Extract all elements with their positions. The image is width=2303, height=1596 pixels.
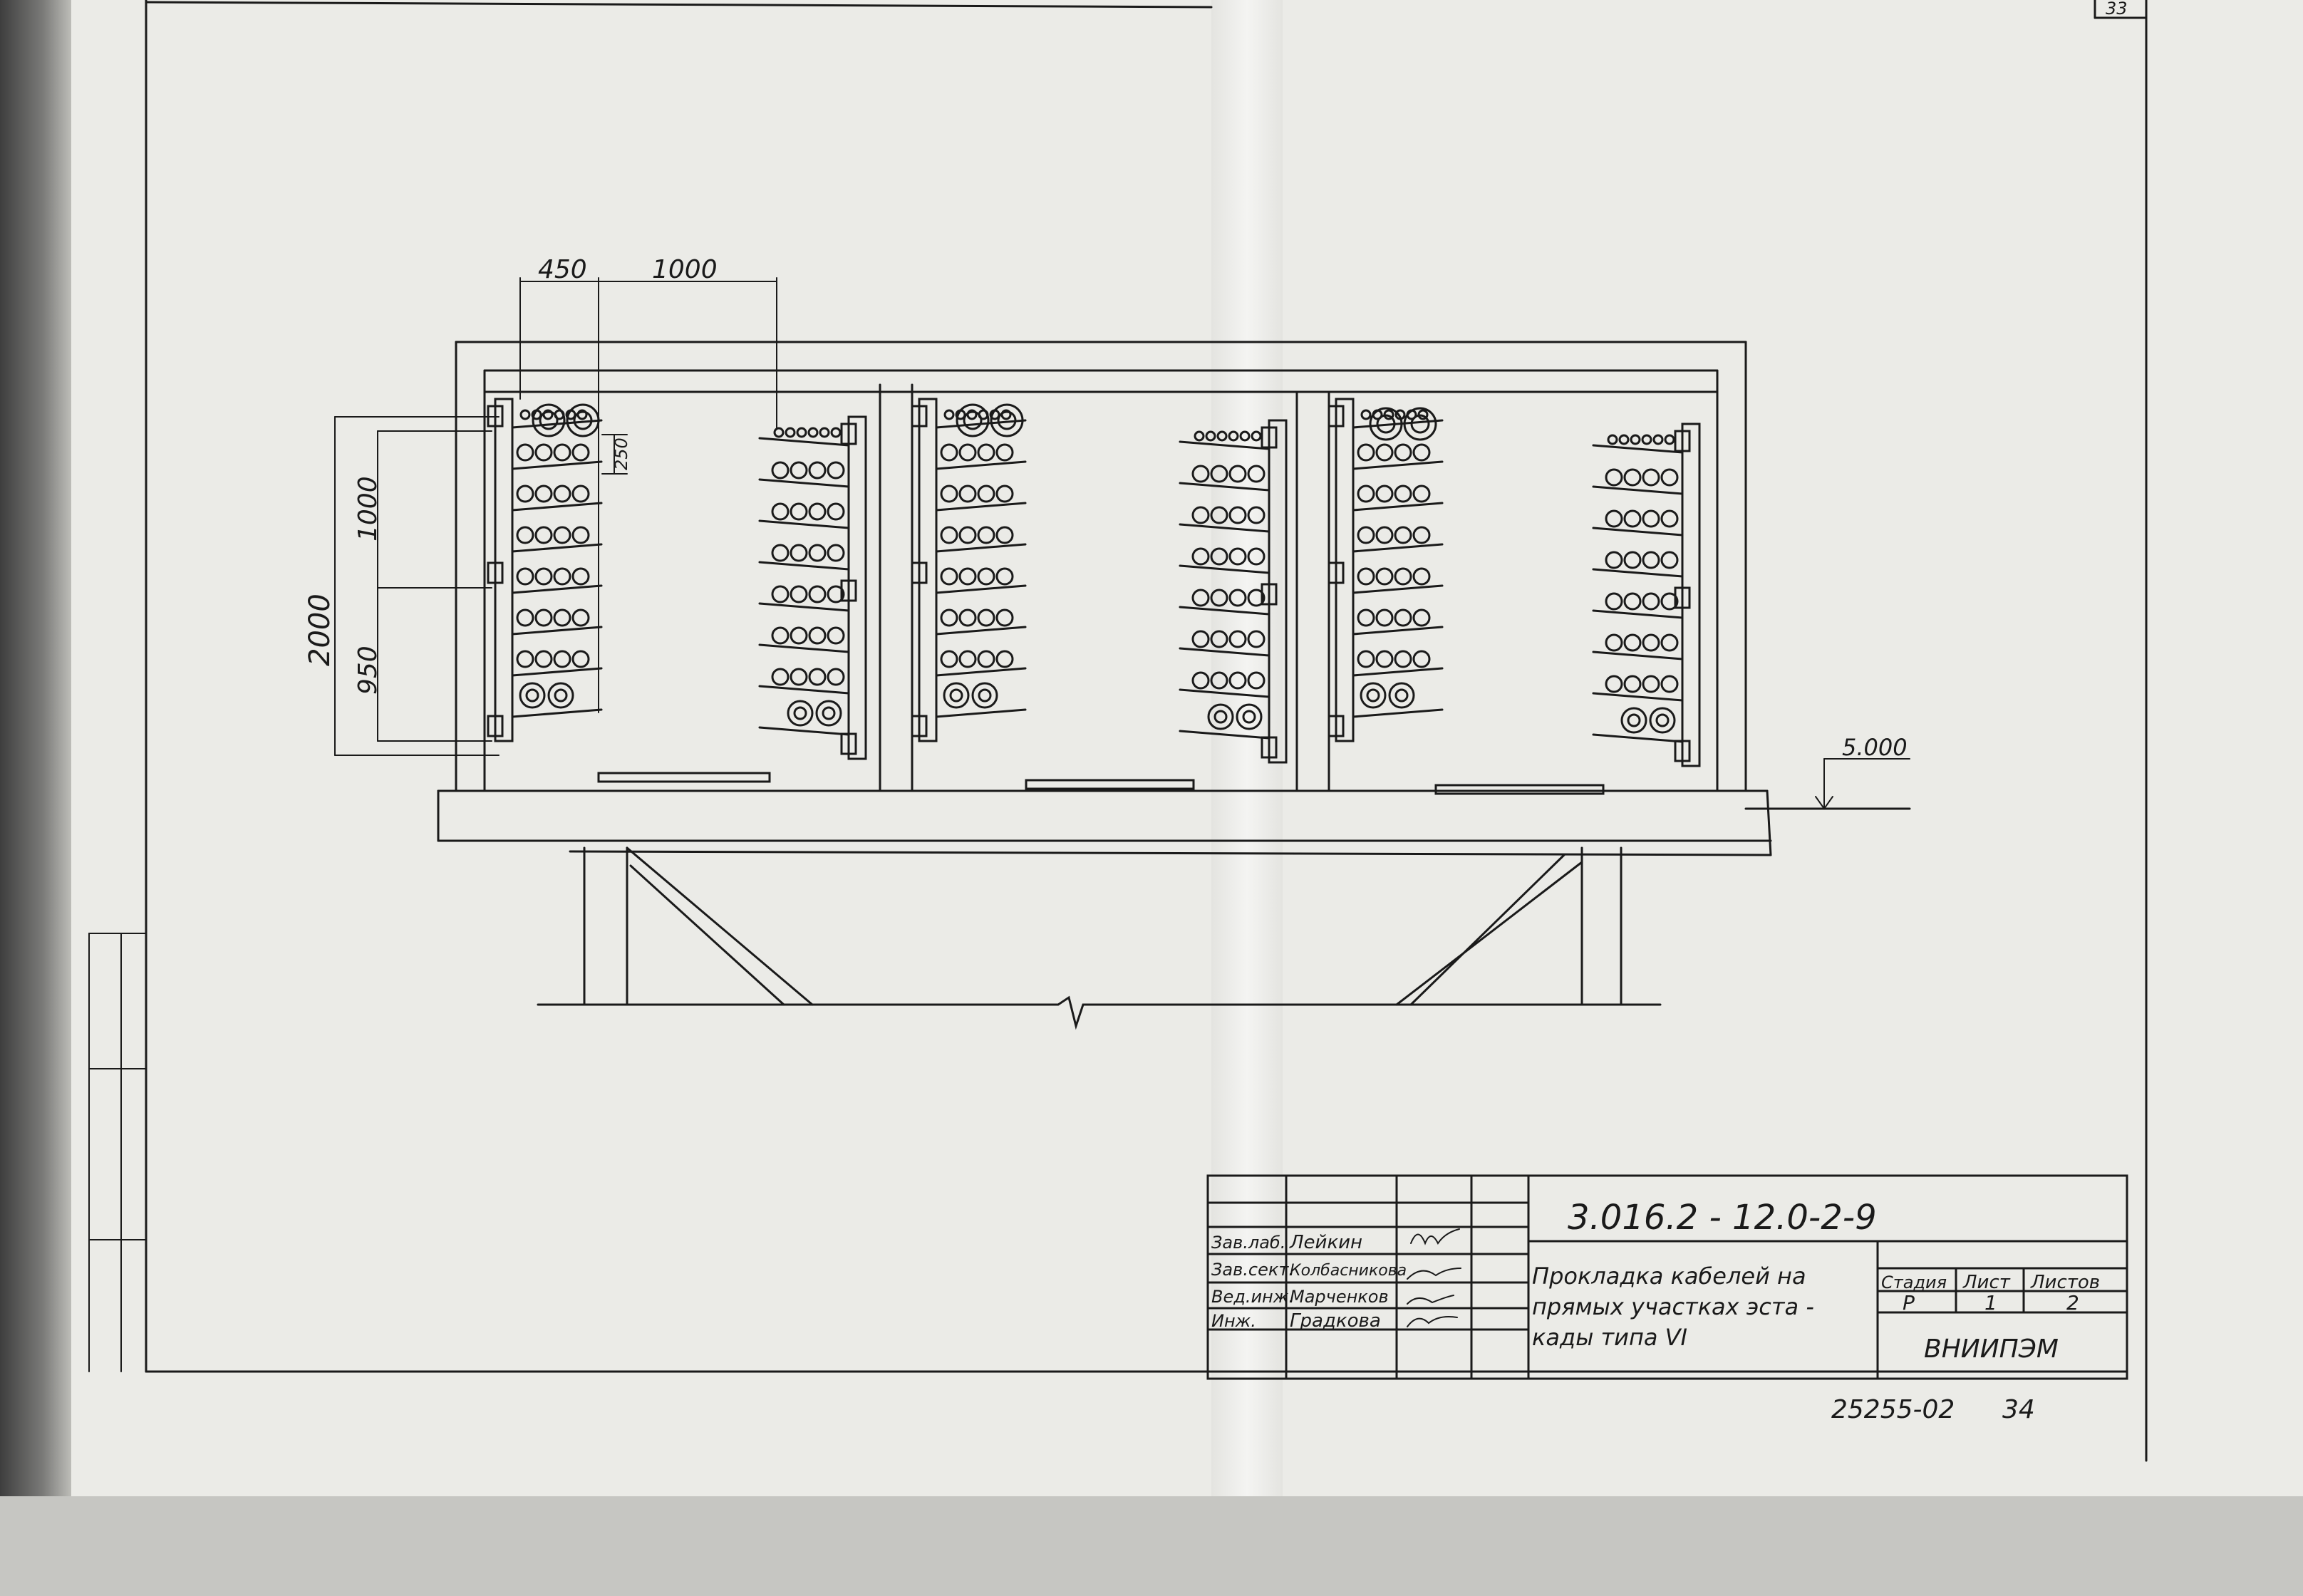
name-4: Градкова [1290,1310,1381,1332]
rack-post [847,415,867,760]
name-1: Лейкин [1289,1232,1362,1253]
deck-slab [437,789,1911,856]
doc-code: 3.016.2 - 12.0-2-9 [1568,1198,1877,1238]
bottom-shadow [0,1496,2303,1596]
signatures [1407,1228,1461,1327]
margin-stamp [88,933,147,1372]
dim-bay-spacing: 1000 [652,255,718,284]
organization: ВНИИПЭМ [1924,1335,2059,1364]
sheets-value: 2 [2066,1291,2079,1315]
trestle-support [537,846,1662,1030]
dim-height-lower: 950 [353,646,383,695]
sheet-label: Лист [1962,1272,2011,1293]
stage-label: Стадия [1881,1273,1947,1292]
title-line-3: кады типа VI [1532,1324,1687,1351]
rack-post [918,398,938,742]
dim-shelf-width: 450 [538,255,587,284]
dim-shelf-pitch: 250 [611,437,631,470]
archive-number: 25255-02 [1831,1395,1955,1424]
name-2: Колбасникова [1290,1262,1407,1280]
floor-hatch-covers [597,772,1605,795]
stage-value: Р [1903,1291,1915,1315]
role-3: Вед.инж. [1211,1287,1294,1307]
sheets-label: Листов [2030,1272,2100,1293]
role-1: Зав.лаб. [1211,1233,1285,1253]
sheet-value: 1 [1984,1291,1997,1315]
cable-racks [487,398,1701,767]
rack-post [1681,423,1701,767]
dimension-lines [334,277,1910,810]
dim-height-total: 2000 [304,594,336,666]
page-fold [1211,0,1283,1496]
rack-post [1268,419,1288,764]
name-3: Марченков [1290,1287,1389,1307]
paper [0,0,2303,1496]
rack-post [1335,398,1355,742]
role-2: Зав.сект. [1211,1260,1294,1280]
title-block-grid [1206,1174,2128,1380]
dim-height-upper: 1000 [353,476,383,542]
elevation-mark: 5.000 [1842,734,1908,761]
binding-spine [0,0,71,1496]
sheet-number-top: 33 [2106,0,2128,19]
archive-page: 34 [2002,1395,2035,1424]
role-4: Инж. [1211,1311,1256,1331]
title-line-1: Прокладка кабелей на [1532,1263,1806,1290]
rack-post [494,398,514,742]
title-line-2: прямых участках эста - [1532,1293,1814,1320]
